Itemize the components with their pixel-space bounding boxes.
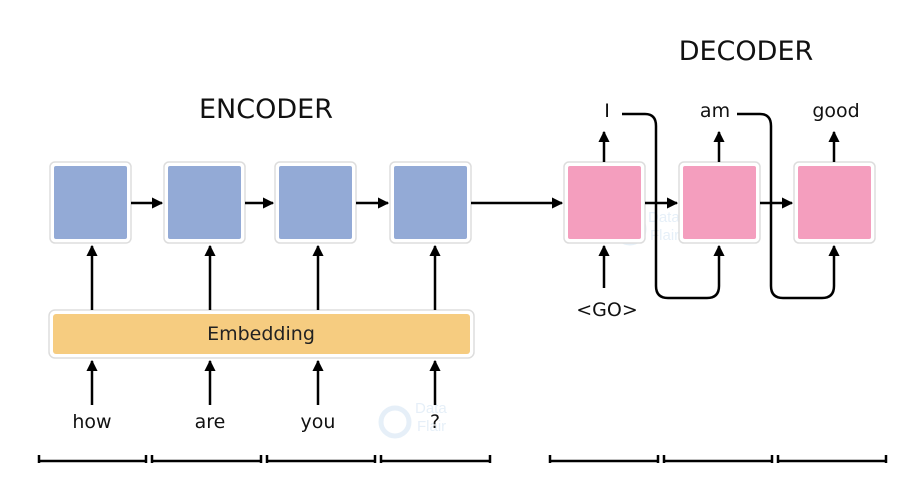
decoder-cell-1 xyxy=(563,161,646,244)
bracket-5 xyxy=(548,455,660,463)
input-word-3: you xyxy=(301,411,336,433)
bracket-4 xyxy=(379,455,492,463)
decoder-cell-2 xyxy=(678,161,761,244)
output-word-3: good xyxy=(812,100,859,122)
bracket-1 xyxy=(37,455,148,463)
decoder-title: DECODER xyxy=(679,36,814,67)
watermark-line2: Flair xyxy=(650,227,679,244)
encoder-cell-2 xyxy=(163,161,246,244)
watermark-line2-b: Flair xyxy=(417,418,446,435)
feedback-arrow-2 xyxy=(737,112,840,300)
decoder-cell-3 xyxy=(793,161,876,244)
watermark-encoder: Data Flair xyxy=(378,400,447,439)
encoder-cell-1 xyxy=(49,161,132,244)
output-word-1: I xyxy=(604,100,610,122)
bracket-6 xyxy=(662,455,774,463)
watermark-line1: Data xyxy=(648,209,680,226)
go-token: <GO> xyxy=(576,299,638,321)
encoder-title: ENCODER xyxy=(199,94,333,125)
bracket-2 xyxy=(150,455,263,463)
bracket-3 xyxy=(265,455,377,463)
encoder-cell-3 xyxy=(274,161,357,244)
watermark-line1-b: Data xyxy=(415,400,447,417)
bracket-7 xyxy=(776,455,888,463)
input-word-1: how xyxy=(72,411,111,433)
input-word-4: ? xyxy=(430,411,440,433)
embedding-label: Embedding xyxy=(207,323,315,345)
feedback-arrow-1 xyxy=(622,112,725,300)
embedding-layer: Embedding xyxy=(48,309,475,359)
input-word-2: are xyxy=(195,411,226,433)
encoder-cell-4 xyxy=(389,161,472,244)
output-word-2: am xyxy=(700,100,730,122)
